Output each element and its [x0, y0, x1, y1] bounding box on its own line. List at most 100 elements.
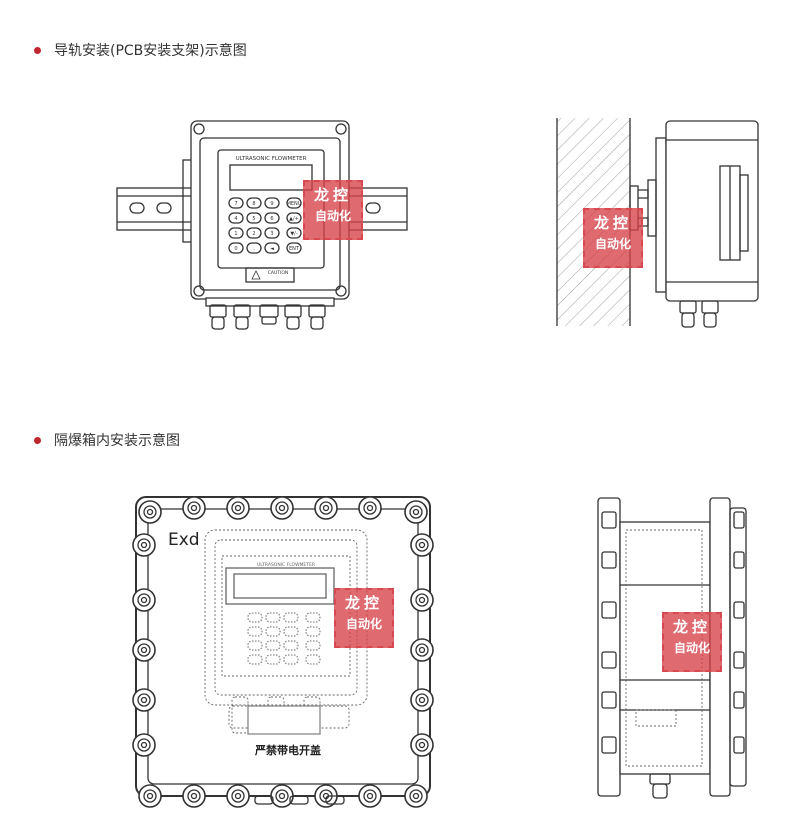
keypad-key-label: 7	[234, 201, 237, 207]
rail-slot	[129, 202, 145, 214]
internal-key	[283, 612, 299, 623]
keypad-key[interactable]: MENU	[286, 197, 302, 209]
keypad-key[interactable]: .	[246, 242, 262, 254]
section-title-text: 导轨安装(PCB安装支架)示意图	[54, 43, 247, 59]
side-bolt-icon	[601, 601, 745, 619]
warning-text: 严禁带电开盖	[254, 743, 321, 757]
bolt-icon	[270, 496, 294, 520]
panel-title-text: ULTRASONIC FLOWMETER	[257, 562, 315, 568]
internal-key	[283, 654, 299, 665]
watermark-stamp: 龙控 自动化	[334, 588, 394, 648]
internal-key	[305, 640, 321, 651]
keypad-key[interactable]: ENT	[286, 242, 302, 254]
keypad-key[interactable]: 8	[246, 197, 262, 209]
rail-side-view	[556, 118, 759, 328]
bolt-icon	[410, 688, 434, 712]
keypad-key-label: MENU	[287, 201, 302, 207]
bolt-icon	[410, 638, 434, 662]
internal-key	[305, 626, 321, 637]
bolt-icon	[132, 588, 156, 612]
watermark-stamp: 龙控 自动化	[662, 612, 722, 672]
side-bolt-icon	[601, 551, 745, 569]
bolt-icon	[182, 496, 206, 520]
keypad-key-label: 1	[234, 231, 237, 237]
internal-key	[305, 654, 321, 665]
keypad-key-label: .	[253, 246, 255, 252]
keypad-key-label: ENT	[289, 246, 300, 252]
internal-key	[265, 626, 281, 637]
internal-key	[247, 626, 263, 637]
bolt-icon	[132, 733, 156, 757]
keypad-key[interactable]: 1	[228, 227, 244, 239]
keypad-key[interactable]: 6	[264, 212, 280, 224]
caution-text: CAUTION	[268, 270, 289, 276]
side-bolt-icon	[601, 736, 745, 754]
panel-title-text: ULTRASONIC FLOWMETER	[236, 156, 307, 162]
internal-key	[265, 612, 281, 623]
bolt-icon	[182, 784, 206, 808]
keypad-key[interactable]: ▲/+	[286, 212, 302, 224]
internal-key	[247, 640, 263, 651]
keypad-key[interactable]: 9	[264, 197, 280, 209]
lcd-display	[229, 164, 313, 191]
keypad-key-label: 9	[270, 201, 273, 207]
bolt-icon	[138, 784, 162, 808]
keypad-key[interactable]: 7	[228, 197, 244, 209]
section-title-text: 隔爆箱内安装示意图	[54, 433, 180, 449]
keypad-key[interactable]: ▼/-	[286, 227, 302, 239]
enclosure-side-view	[597, 497, 747, 799]
bolt-icon	[358, 496, 382, 520]
bolt-icon	[410, 588, 434, 612]
bolt-icon	[404, 784, 428, 808]
bolt-icon	[358, 784, 382, 808]
keypad-key-label: 5	[252, 216, 255, 222]
keypad-key[interactable]: 0	[228, 242, 244, 254]
internal-key	[265, 654, 281, 665]
cable-glands	[209, 304, 326, 330]
bolt-icon	[404, 500, 428, 524]
internal-key	[305, 612, 321, 623]
internal-key	[283, 626, 299, 637]
keypad-key-label: 3	[270, 231, 273, 237]
side-bolt-icon	[601, 691, 745, 709]
internal-key	[265, 640, 281, 651]
internal-keypad	[247, 612, 321, 665]
keypad-key-label: 6	[270, 216, 273, 222]
keypad-key-label: 2	[252, 231, 255, 237]
section-title-enclosure: 隔爆箱内安装示意图	[34, 430, 180, 450]
internal-key	[247, 612, 263, 623]
watermark-stamp: 龙控 自动化	[303, 180, 363, 240]
bullet-dot-icon	[34, 46, 41, 54]
bolt-icon	[226, 784, 250, 808]
keypad: 7 8 9 MENU 4 5 6 ▲/+ 1 2 3 ▼/- 0. ◄ ENT	[228, 197, 302, 254]
exd-mark: Exd	[168, 530, 200, 550]
keypad-key[interactable]: ◄	[264, 242, 280, 254]
bolt-icon	[132, 533, 156, 557]
section-title-rail: 导轨安装(PCB安装支架)示意图	[34, 40, 247, 60]
keypad-key[interactable]: 2	[246, 227, 262, 239]
caution-label	[245, 267, 295, 283]
keypad-key-label: 8	[252, 201, 255, 207]
enclosure-bolts	[132, 496, 434, 808]
keypad-key[interactable]: 4	[228, 212, 244, 224]
warning-triangle-icon	[251, 270, 261, 280]
bolt-icon	[314, 496, 338, 520]
keypad-key[interactable]: 3	[264, 227, 280, 239]
meter-side-housing	[665, 120, 759, 302]
enclosure-side-bolts	[601, 511, 745, 754]
keypad-key-label: ◄	[270, 246, 274, 252]
rail-slot	[365, 202, 381, 214]
keypad-key[interactable]: 5	[246, 212, 262, 224]
bolt-icon	[138, 500, 162, 524]
bolt-icon	[226, 496, 250, 520]
bolt-icon	[410, 733, 434, 757]
side-bolt-icon	[601, 511, 745, 529]
side-bolt-icon	[601, 651, 745, 669]
internal-key	[283, 640, 299, 651]
keypad-key-label: 4	[234, 216, 237, 222]
rail-front-view: ULTRASONIC FLOWMETER 7 8 9 MENU 4 5 6 ▲/+ 1 2 3 ▼/-…	[116, 120, 408, 330]
bolt-icon	[270, 784, 294, 808]
bolt-icon	[132, 638, 156, 662]
keypad-key-label: ▲/+	[289, 216, 299, 222]
